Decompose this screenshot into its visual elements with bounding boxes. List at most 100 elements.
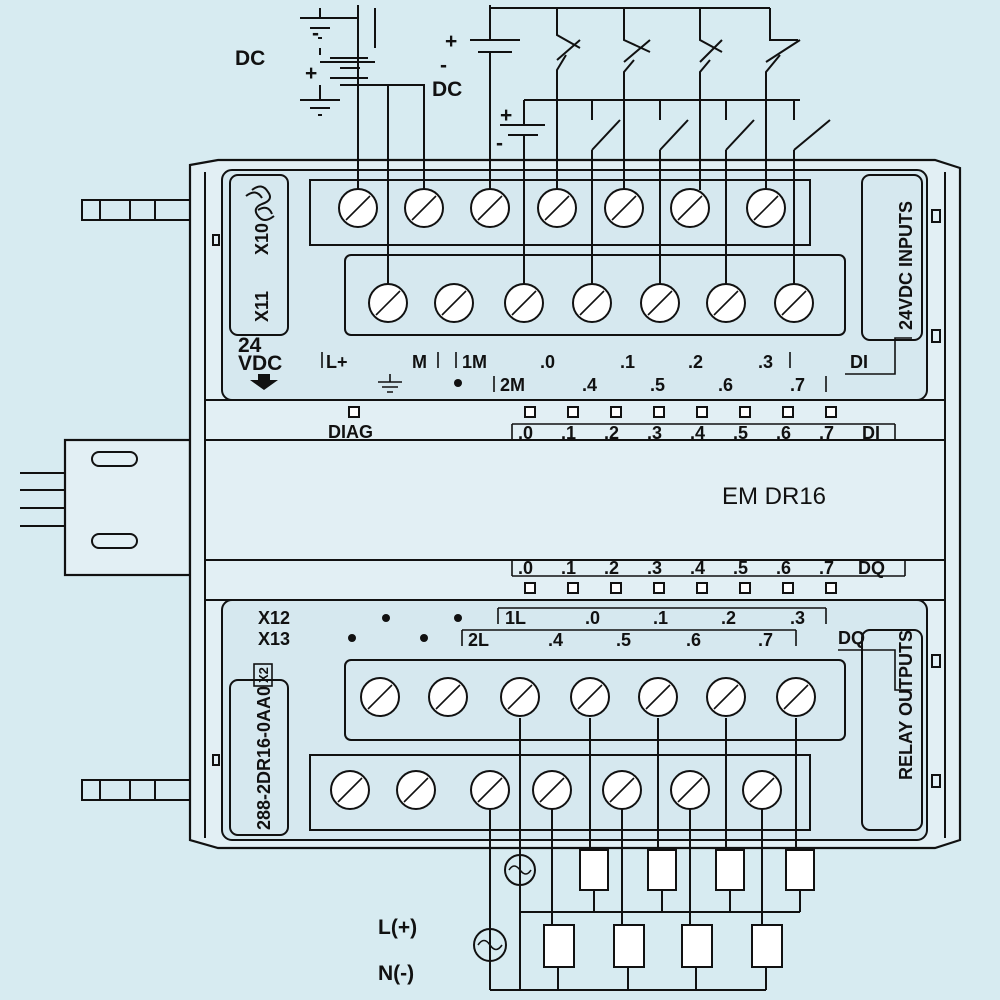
diag-label: DIAG [328,422,373,442]
dq-led [567,582,579,594]
dq-common-1l: 1L [505,608,526,628]
din-clip-top [81,199,191,221]
unused-terminal-dot [454,379,462,387]
x10-label-group: X10 [252,223,272,255]
load-4 [543,924,575,968]
di-led-row [524,406,837,418]
load-6 [681,924,713,968]
di-label: .2 [688,352,703,372]
dq-led [739,582,751,594]
di-label: .4 [582,375,597,395]
dq-led-row [524,582,837,594]
din-clip-bottom [81,779,191,801]
dq-led-label: .5 [733,558,748,578]
dq-label: .3 [790,608,805,628]
x12-plug [344,659,846,741]
order-number-group: 288-2DR16-0AA0 X2 [253,663,274,830]
nub [931,654,941,668]
dq-common-2l: 2L [468,630,489,650]
di-label: .5 [650,375,665,395]
module-name: EM DR16 [722,483,826,510]
x13-screws [330,770,782,810]
dq-led-label: .7 [819,558,834,578]
dq-led-label: .4 [690,558,705,578]
body-inner-edges [204,172,946,838]
di-led-suffix: DI [862,423,880,443]
nub [212,754,220,766]
return-bus-2 [490,967,767,991]
lower-right-panel [861,629,923,831]
connector-x11-label: X11 [252,291,272,322]
minus-sign: - [440,54,447,77]
ground-symbol-top [300,17,340,39]
ac-wave [477,939,503,951]
wire-m-x10 [340,84,425,190]
terminal-screws [330,188,816,810]
di-led-label: .6 [776,423,791,443]
neutral-label: N(-) [378,962,414,985]
voltage-label-1: 24 [238,334,262,357]
unused-terminal-dot [454,614,462,622]
dq-group-bracket [838,649,912,691]
x11-label-group: X11 [252,291,272,322]
output-wiring [473,718,815,991]
di-led [696,406,708,418]
bus-pins [20,472,65,527]
voltage-label-2: VDC [238,352,282,375]
switch-in3 [765,8,798,190]
di-led-label: .2 [604,423,619,443]
unused-terminal-dot [420,634,428,642]
load-2 [715,849,745,891]
battery-plates [330,57,368,79]
dq-led-bracket [511,560,906,577]
di-led [653,406,665,418]
dq-led [782,582,794,594]
bracket-dq-row2 [461,629,797,646]
dq-led [610,582,622,594]
dq-led-label: .1 [561,558,576,578]
nub [212,234,220,246]
lplus-label: L+ [326,352,348,372]
battery-plate [319,48,375,63]
ground-symbol-bottom [300,85,340,116]
dq-led [653,582,665,594]
di-led [610,406,622,418]
bus-slot-top [91,451,138,467]
minus-sign: - [496,132,503,155]
plus-sign: + [445,30,457,53]
load-7 [751,924,783,968]
dq-led [696,582,708,594]
di-led-label: .3 [647,423,662,443]
nub [931,774,941,788]
ac-source-2 [473,928,507,962]
x11-plug [344,254,846,336]
dq-led [825,582,837,594]
dq-led-suffix: DQ [858,558,885,578]
line-label: L(+) [378,916,417,939]
bracket-di-row1 [455,352,791,368]
input-wiring [300,5,831,285]
di-led [524,406,536,418]
connector-x13-label: X13 [258,629,290,649]
connector-x12-label: X12 [258,608,290,628]
plus-sign: + [305,62,317,85]
upper-left-panel [229,174,289,336]
di-led-label: .7 [819,423,834,443]
di-label: .0 [540,352,555,372]
load-3 [785,849,815,891]
di-led-label: .1 [561,423,576,443]
nub [931,329,941,343]
bracket-di-row2 [493,376,827,392]
dq-label: .1 [653,608,668,628]
dq-label: .2 [721,608,736,628]
order-number: 288-2DR16-0AA0 [254,686,274,830]
dq-side-label-group: RELAY OUTPUTS [896,630,916,780]
dq-led-label: .3 [647,558,662,578]
nub [931,209,941,223]
di-led-label: .4 [690,423,705,443]
wires-out-4-7 [551,808,763,925]
upper-right-panel [861,174,923,341]
x12-screws [360,677,816,717]
bus-slot-bottom [91,533,138,549]
load-5 [613,924,645,968]
